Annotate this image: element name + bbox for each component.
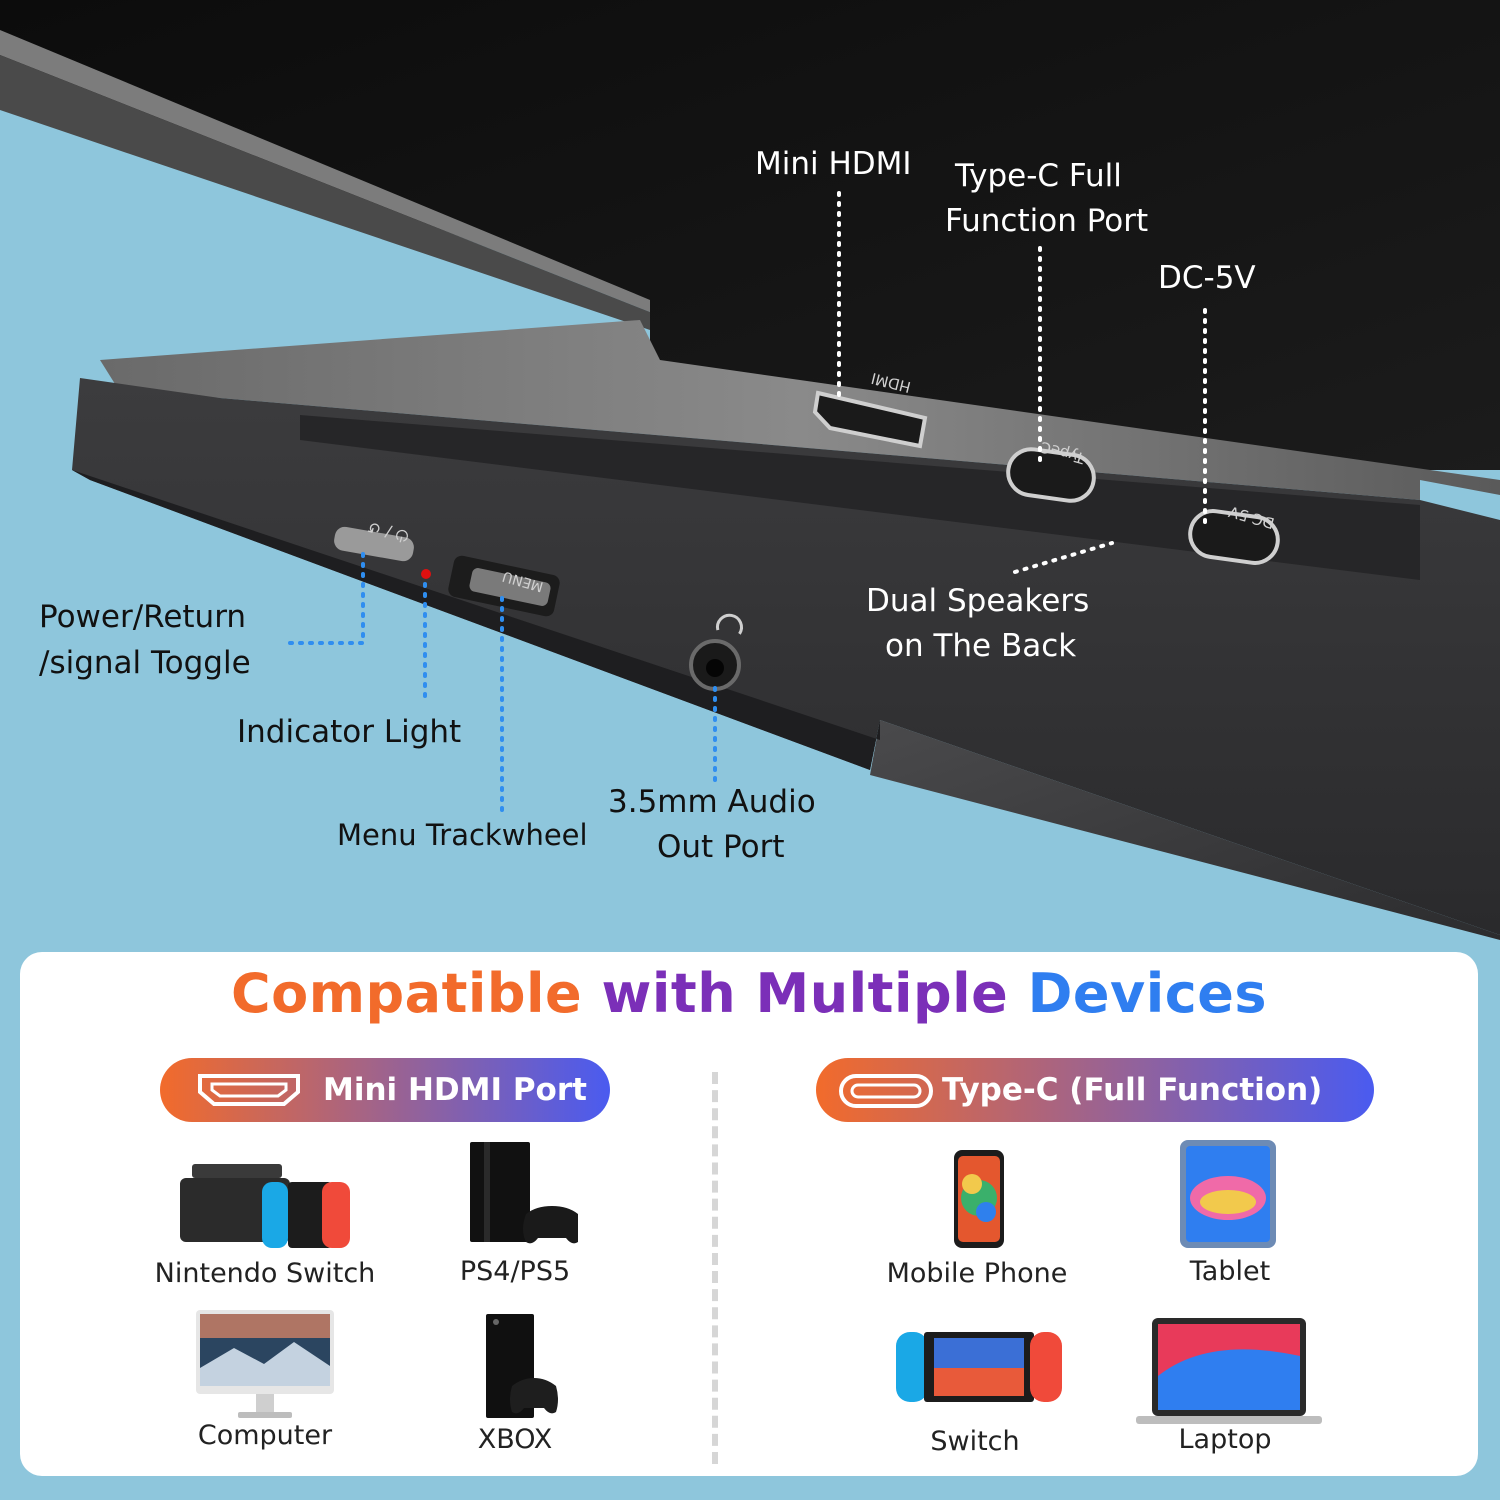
label-dc: DC-5V [1158, 260, 1256, 296]
headline-part1: Compatible [230, 962, 602, 1025]
typec-pill-label: Type-C (Full Function) [942, 1072, 1323, 1108]
label-speakers-line2: on The Back [885, 628, 1077, 664]
ps4-ps5-icon [470, 1142, 578, 1244]
switch-icon [896, 1332, 1062, 1402]
mini-hdmi-pill: Mini HDMI Port [160, 1058, 610, 1122]
hdmi-port-icon [812, 390, 928, 449]
label-power-line1: Power/Return [39, 599, 247, 635]
label-menu: Menu Trackwheel [337, 818, 588, 852]
computer-icon [196, 1310, 334, 1418]
label-typec-line2: Function Port [945, 203, 1149, 239]
indicator-light [421, 569, 431, 579]
headline-part3: Devices [1027, 962, 1267, 1025]
device-mobile-phone: Mobile Phone [886, 1258, 1068, 1289]
label-speakers-line1: Dual Speakers [866, 583, 1090, 619]
compatibility-panel: Compatible with Multiple Devices Mini HD… [20, 952, 1478, 1476]
dc-port-icon [1188, 509, 1280, 565]
tablet-icon [1180, 1140, 1276, 1248]
label-power-line2: /signal Toggle [39, 645, 251, 681]
menu-trackwheel [448, 555, 560, 617]
device-computer: Computer [197, 1420, 333, 1451]
hdmi-port-icon [198, 1074, 300, 1106]
power-toggle [334, 526, 414, 562]
label-typec-line1: Type-C Full [955, 158, 1122, 194]
headphone-icon [715, 613, 743, 635]
device-xbox: XBOX [477, 1424, 553, 1455]
panel-divider-line [712, 1072, 718, 1464]
typec-port-icon [1006, 447, 1096, 503]
typec-pill: Type-C (Full Function) [816, 1058, 1374, 1122]
headline-part2: with Multiple [601, 962, 1028, 1025]
label-audio-line2: Out Port [657, 829, 785, 865]
device-nintendo-switch: Nintendo Switch [154, 1258, 376, 1289]
xbox-icon [486, 1314, 558, 1418]
typec-port-icon [839, 1074, 933, 1108]
laptop-icon [1136, 1318, 1322, 1424]
device-switch: Switch [930, 1426, 1020, 1457]
device-ps4-ps5: PS4/PS5 [459, 1256, 571, 1287]
nintendo-switch-icon [180, 1164, 350, 1248]
mobile-phone-icon [954, 1150, 1004, 1248]
label-mini-hdmi: Mini HDMI [755, 146, 912, 182]
label-indicator: Indicator Light [237, 714, 462, 750]
compat-headline: Compatible with Multiple Devices [20, 962, 1478, 1025]
mini-hdmi-pill-label: Mini HDMI Port [323, 1072, 587, 1108]
device-tablet: Tablet [1189, 1256, 1271, 1287]
device-laptop: Laptop [1178, 1424, 1272, 1455]
monitor-ports-scene: HDMI TypeC DC 5V MENU ⏻ / ↺ [0, 0, 1500, 940]
label-audio-line1: 3.5mm Audio [608, 784, 816, 820]
